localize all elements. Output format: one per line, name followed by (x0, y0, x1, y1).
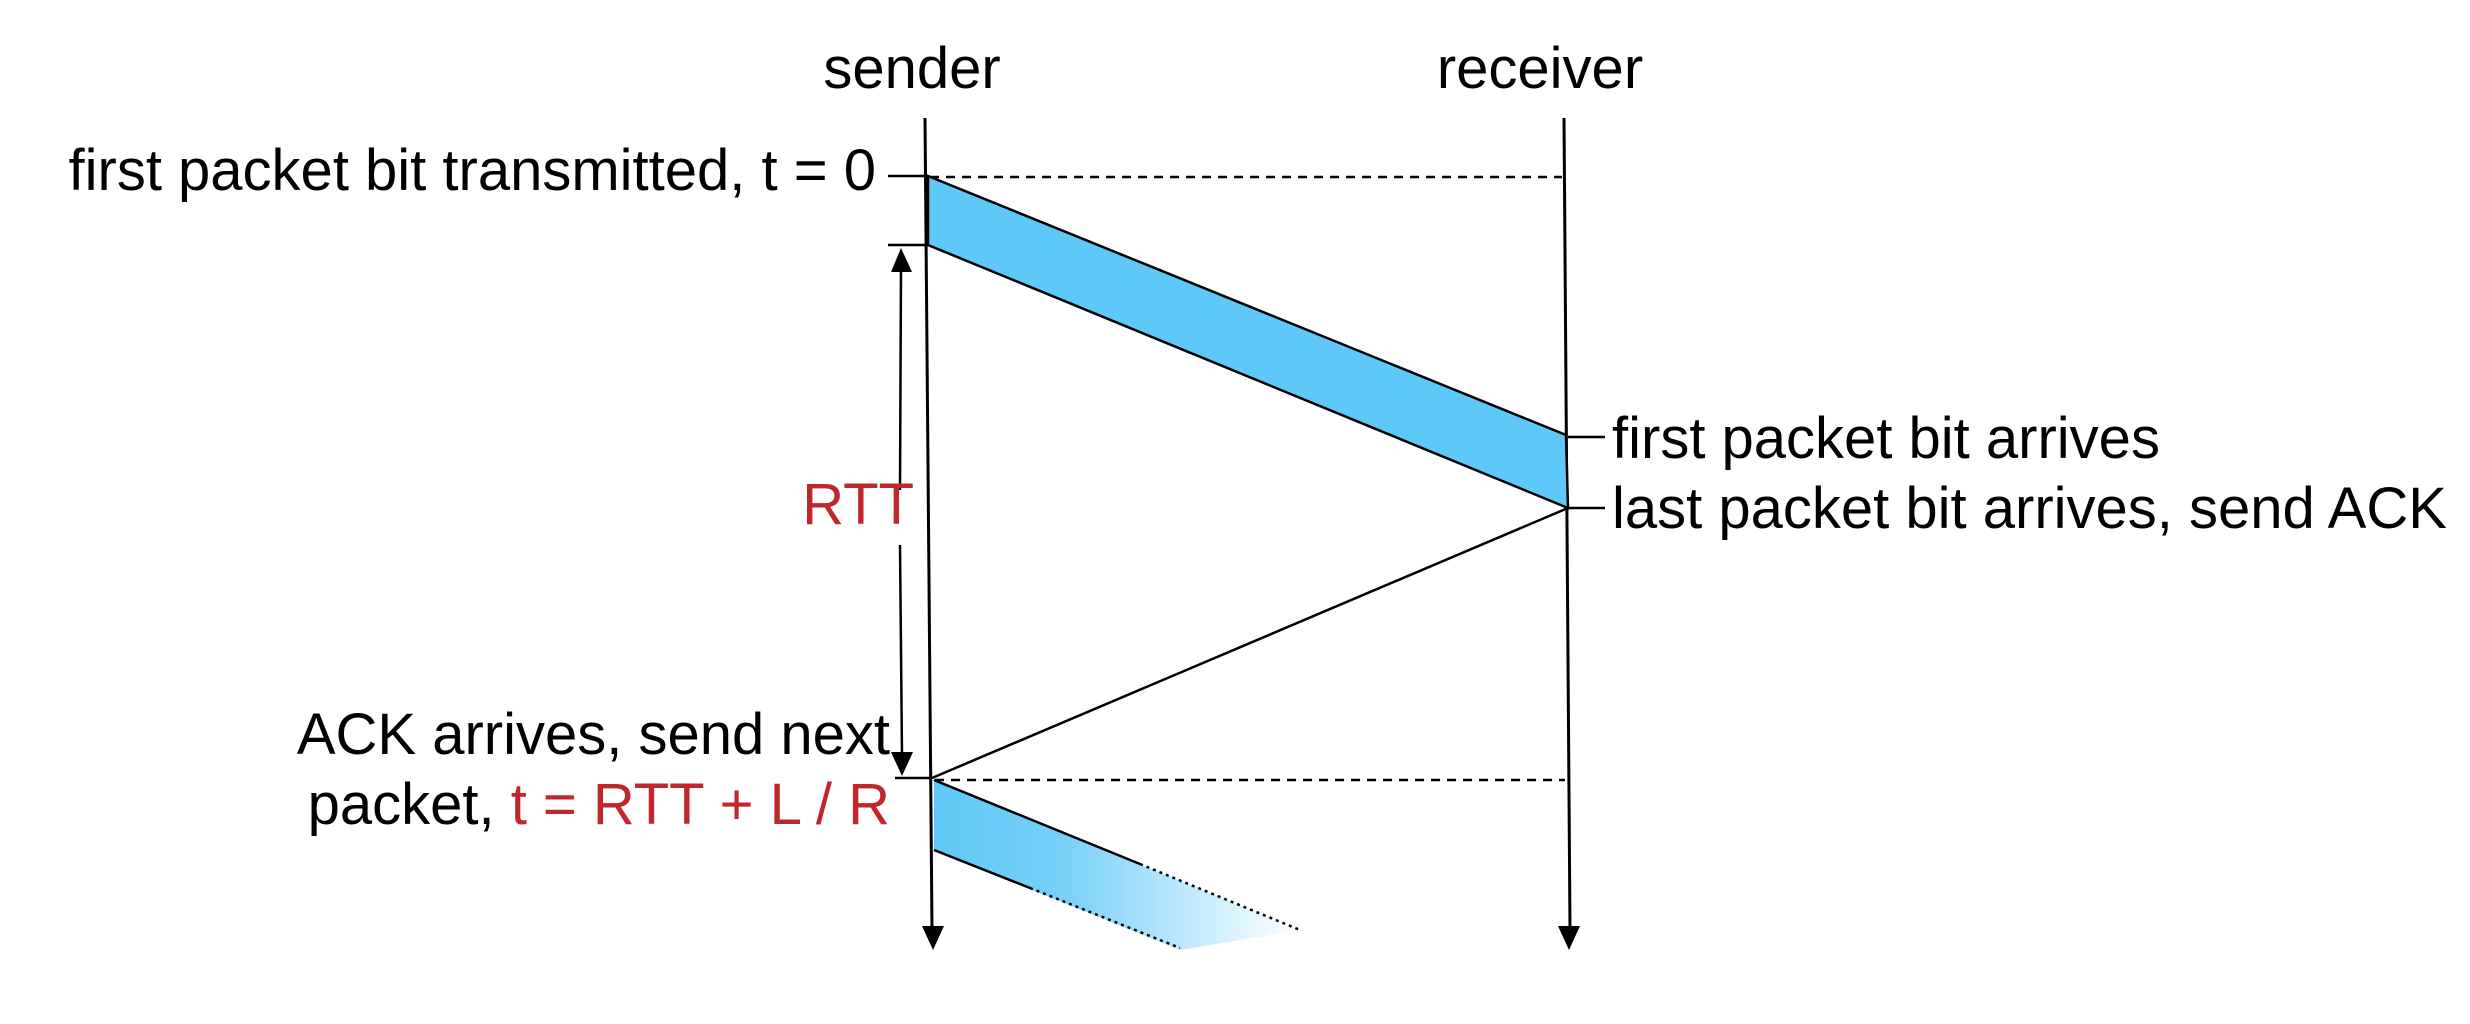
last-bit-arrives-label: last packet bit arrives, send ACK (1612, 476, 2447, 541)
receiver-header: receiver (1437, 36, 1643, 101)
ack-arrives-prefix: packet, (308, 772, 511, 837)
sender-timeline (922, 117, 944, 950)
ack-line (931, 506, 1569, 780)
rtt-label: RTT (802, 472, 914, 537)
first-bit-transmitted-label: first packet bit transmitted, t = 0 (69, 138, 877, 203)
sender-header: sender (823, 36, 1000, 101)
ack-arrives-label-line1: ACK arrives, send next (297, 702, 890, 767)
tick-marks (888, 174, 1605, 780)
rtt-arrow (891, 248, 913, 776)
first-bit-arrives-label: first packet bit arrives (1612, 406, 2160, 471)
receiver-timeline (1558, 117, 1580, 950)
ack-arrives-label-line2: packet, t = RTT + L / R (308, 772, 890, 837)
send-time-formula: t = RTT + L / R (511, 772, 890, 837)
next-packet-band (933, 778, 1301, 950)
first-packet-band (926, 174, 1570, 510)
